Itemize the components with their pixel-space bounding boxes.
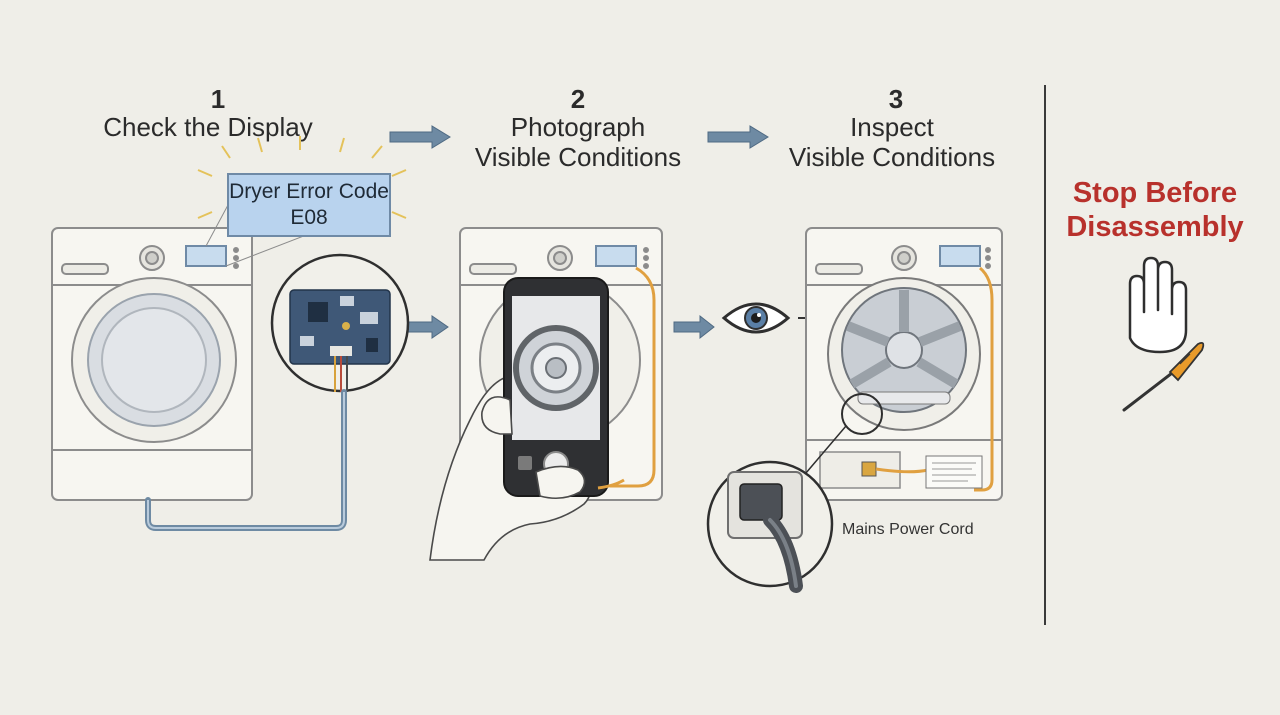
dryer-2-wire xyxy=(610,266,656,488)
mains-power-cord-label: Mains Power Cord xyxy=(842,521,974,538)
error-code-label: Dryer Error Code xyxy=(229,180,389,203)
error-code-value: E08 xyxy=(290,206,328,229)
flow-arrow-1-to-2 xyxy=(389,125,451,149)
rear-label-panel xyxy=(819,451,983,489)
stop-hand-icon xyxy=(1128,256,1188,354)
dryer-3-wire xyxy=(974,266,994,492)
screwdriver-icon xyxy=(1122,341,1205,412)
control-board-magnifier xyxy=(270,253,410,393)
power-plug-magnifier xyxy=(706,460,834,593)
flow-arrow-2-to-3 xyxy=(707,125,769,149)
eye-icon xyxy=(721,302,791,334)
flow-arrow-photo-to-eye xyxy=(673,314,715,340)
dryer-1 xyxy=(51,227,253,501)
error-code-display: Dryer Error Code E08 xyxy=(227,173,391,237)
step-3-number: 3 xyxy=(888,84,904,114)
stop-title-line1: Stop Before xyxy=(1072,177,1238,209)
step-3-title-line2: Visible Conditions xyxy=(788,142,996,172)
step-2-number: 2 xyxy=(570,84,586,114)
power-plug-icon xyxy=(739,483,783,521)
step-1-number: 1 xyxy=(210,84,226,114)
step-2-title-line1: Photograph xyxy=(510,112,646,142)
display-glow-rays xyxy=(197,136,407,219)
dryer-3-drum xyxy=(827,277,981,431)
step-3-title-line1: Inspect xyxy=(850,112,934,142)
step-1-title: Check the Display xyxy=(103,112,313,142)
step-2-title-line2: Visible Conditions xyxy=(474,142,682,172)
stop-title-line2: Disassembly xyxy=(1066,211,1244,243)
smartphone-icon xyxy=(503,277,609,497)
